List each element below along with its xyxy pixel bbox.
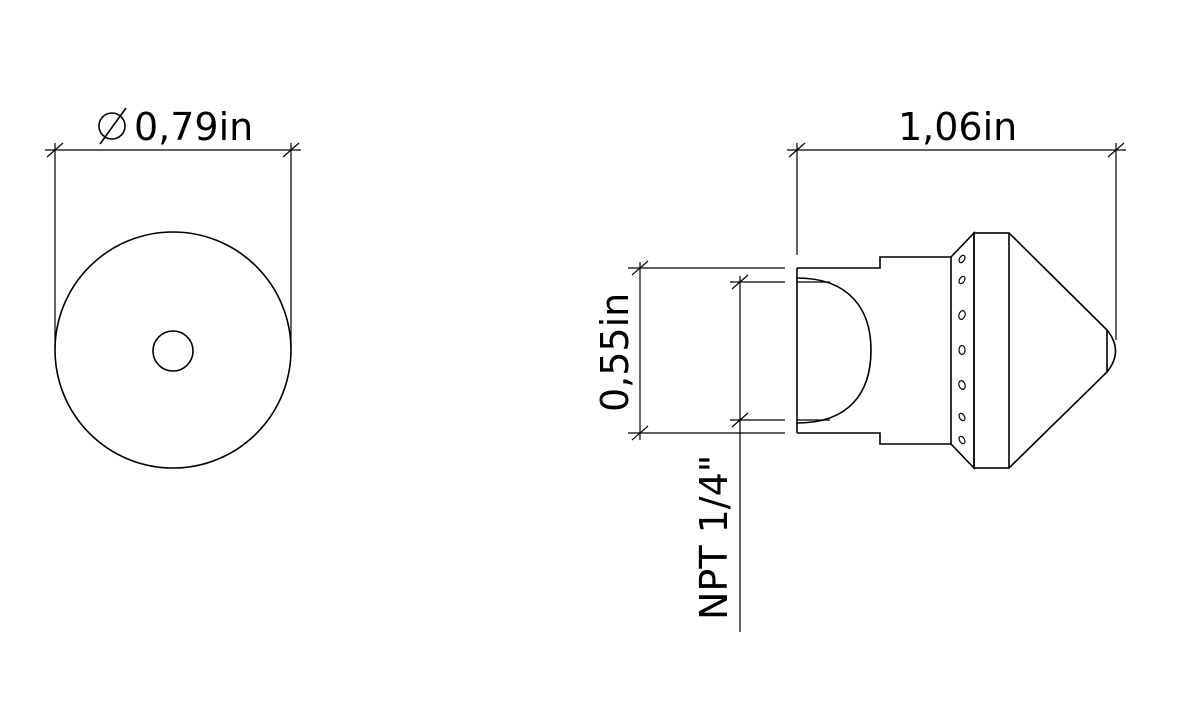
dimension-tick	[1107, 142, 1125, 158]
diameter-label: 0,79in	[134, 105, 253, 149]
cone-tip	[1008, 232, 1108, 469]
dimension-tick	[731, 412, 749, 428]
flange-ring	[973, 232, 1010, 469]
spray-holes	[958, 254, 966, 445]
flange-chamfer	[950, 231, 975, 470]
nozzle-body	[797, 256, 952, 445]
end-view: 0,79in	[45, 105, 301, 469]
orifice-circle	[152, 330, 194, 372]
dimension-tick	[631, 260, 649, 276]
diameter-symbol-icon	[98, 107, 127, 145]
outer-circle	[54, 231, 292, 469]
thread-label: NPT 1/4"	[692, 455, 736, 620]
inner-bore-arc	[796, 277, 872, 424]
dimension-tick	[631, 425, 649, 441]
height-label: 0,55in	[593, 293, 637, 412]
length-label: 1,06in	[898, 105, 1017, 149]
dimension-tick	[282, 142, 300, 158]
tip-arc	[1106, 329, 1117, 373]
dimension-tick	[46, 142, 64, 158]
dimension-tick	[788, 142, 806, 158]
dimension-tick	[731, 274, 749, 290]
side-view: 1,06in 0,55in NPT 1/4"	[593, 105, 1126, 632]
